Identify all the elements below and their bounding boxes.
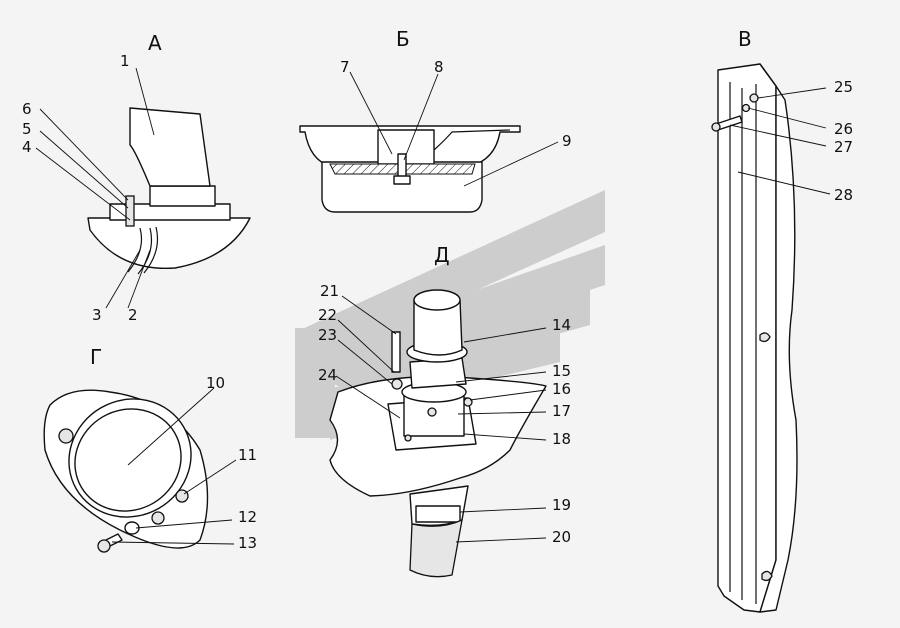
callout-25: 25 xyxy=(834,78,853,96)
callout-11: 11 xyxy=(238,446,257,464)
callout-21: 21 xyxy=(320,282,339,300)
view-g-drawing xyxy=(43,389,209,553)
callout-6: 6 xyxy=(22,100,32,118)
view-label-d: Д xyxy=(434,243,450,267)
view-label-v: В xyxy=(738,27,752,51)
callout-18: 18 xyxy=(552,430,571,448)
callout-24: 24 xyxy=(318,366,337,384)
callout-20: 20 xyxy=(552,528,571,546)
callout-27: 27 xyxy=(834,138,853,156)
callout-23: 23 xyxy=(318,326,337,344)
view-label-g: Г xyxy=(90,345,102,369)
callout-28: 28 xyxy=(834,186,853,204)
view-d-drawing xyxy=(329,289,547,578)
leader-lines xyxy=(35,67,831,545)
view-v-drawing xyxy=(711,63,798,613)
view-b-drawing xyxy=(299,125,521,213)
callout-15: 15 xyxy=(552,362,571,380)
callout-12: 12 xyxy=(238,508,257,526)
callout-17: 17 xyxy=(552,402,571,420)
callout-2: 2 xyxy=(128,306,138,324)
callout-5: 5 xyxy=(22,120,32,138)
view-label-b: Б xyxy=(396,27,410,51)
callout-22: 22 xyxy=(318,306,337,324)
callout-14: 14 xyxy=(552,316,571,334)
callout-16: 16 xyxy=(552,380,571,398)
callout-1: 1 xyxy=(120,52,130,70)
callout-9: 9 xyxy=(562,132,572,150)
callout-13: 13 xyxy=(238,534,257,552)
callout-10: 10 xyxy=(206,374,225,392)
callout-4: 4 xyxy=(22,138,32,156)
view-labels: А Б В Г Д xyxy=(90,27,752,369)
callout-8: 8 xyxy=(434,58,444,76)
callout-labels: 1 2 3 4 5 6 7 8 9 10 11 12 13 14 15 16 1… xyxy=(22,52,853,552)
callout-3: 3 xyxy=(92,306,102,324)
callout-19: 19 xyxy=(552,496,571,514)
view-label-a: А xyxy=(148,31,162,55)
view-a-drawing xyxy=(87,107,251,275)
callout-26: 26 xyxy=(834,120,853,138)
callout-7: 7 xyxy=(340,58,350,76)
